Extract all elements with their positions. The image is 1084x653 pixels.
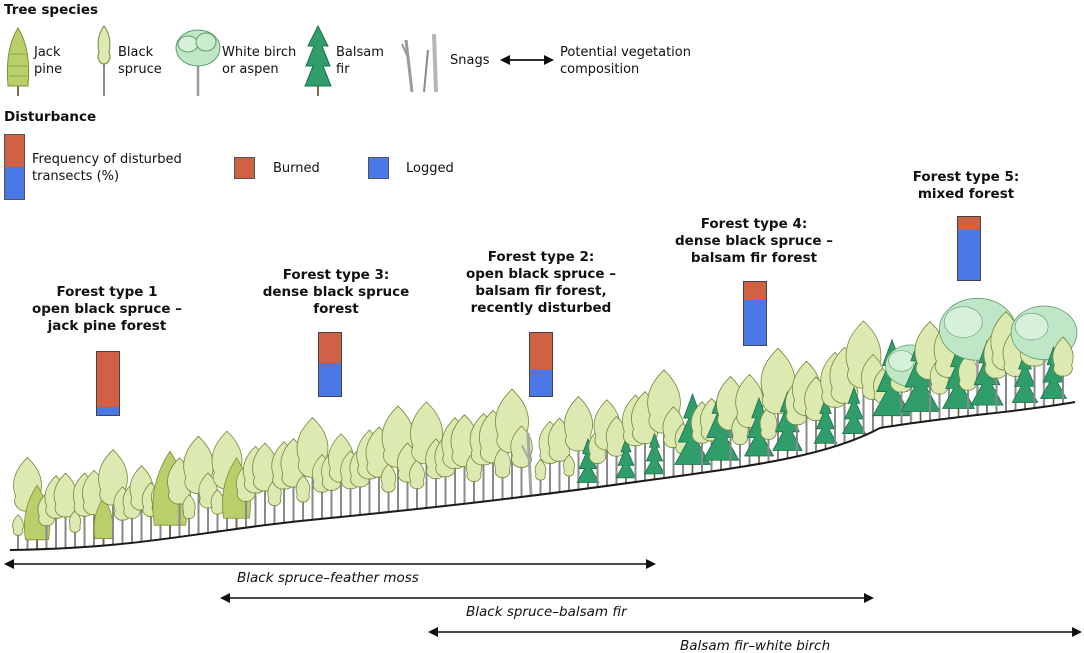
forest-type-1-bar: [96, 351, 120, 416]
logged-segment: [319, 363, 341, 396]
balsam-fir-icon: [304, 24, 332, 96]
range-arrow-2: [220, 593, 874, 603]
snags-icon: [401, 33, 438, 93]
balsam-fir-tree-106: [1011, 350, 1039, 410]
black-spruce-tree-5: [53, 472, 78, 549]
forest-type-2-bar: [529, 332, 553, 397]
burned-segment: [319, 333, 341, 364]
forest-type-5-bar: [957, 216, 981, 281]
black-spruce-tree-55: [534, 459, 547, 495]
snag-54: [521, 432, 533, 496]
double-arrow-icon: [500, 55, 554, 65]
black-spruce-tree-6: [69, 510, 81, 548]
balsam-fir-tree-85: [813, 396, 838, 450]
white-birch-aspen-icon: [175, 29, 221, 96]
logged-swatch: [368, 157, 389, 179]
range-label-black-spruce-feather-moss: Black spruce–feather moss: [237, 570, 419, 586]
black-spruce-tree-39: [380, 463, 397, 513]
black-spruce-tree-110: [1052, 336, 1074, 405]
forest-type-2-title: Forest type 2:open black spruce –balsam …: [465, 249, 617, 316]
range-arrow-3: [428, 627, 1082, 637]
logged-segment: [97, 407, 119, 415]
black-spruce-tree-59: [564, 396, 593, 490]
black-spruce-tree-51: [494, 446, 511, 500]
burned-segment: [958, 217, 980, 230]
burned-segment: [530, 333, 552, 371]
balsam-fir-tree-88: [841, 386, 867, 440]
range-arrow-1: [4, 559, 656, 569]
black-spruce-icon: [97, 25, 111, 96]
logged-segment: [530, 370, 552, 396]
logged-label: Logged: [406, 161, 454, 176]
tree-row: [12, 297, 1078, 550]
burned-segment: [744, 282, 766, 300]
logged-segment: [958, 229, 980, 280]
burned-swatch: [234, 157, 255, 179]
jack-pine-icon: [6, 27, 30, 96]
logged-segment: [744, 299, 766, 345]
balsam-fir-tree-64: [615, 437, 637, 484]
black-spruce-tree-18: [182, 494, 196, 536]
black-spruce-tree-0: [12, 514, 24, 550]
ground-line: [9, 401, 1076, 551]
burned-segment: [97, 352, 119, 408]
species-label-snags: Snags: [450, 53, 490, 68]
range-label-balsam-fir-white-birch: Balsam fir–white birch: [680, 638, 831, 653]
black-spruce-tree-30: [295, 475, 311, 521]
forest-type-3-bar: [318, 332, 342, 397]
disturbance-heading: Disturbance: [4, 109, 97, 125]
jack-pine-tree-9: [93, 496, 114, 546]
forest-type-5-title: Forest type 5:mixed forest: [912, 169, 1020, 202]
balsam-fir-tree-67: [643, 432, 666, 480]
frequency-legend-bar: [4, 134, 25, 200]
black-spruce-tree-42: [409, 459, 425, 510]
forest-type-4-bar: [743, 281, 767, 346]
forest-type-4-title: Forest type 4:dense black spruce –balsam…: [675, 216, 833, 266]
range-label-black-spruce-balsam-fir: Black spruce–balsam fir: [466, 604, 627, 620]
black-spruce-tree-79: [759, 406, 778, 463]
tree-species-heading: Tree species: [4, 2, 99, 18]
vegetation-range-arrows: [4, 559, 1082, 637]
burned-label: Burned: [273, 161, 320, 176]
black-spruce-tree-21: [210, 489, 225, 532]
black-spruce-tree-58: [563, 454, 575, 491]
black-spruce-tree-26: [252, 442, 278, 526]
